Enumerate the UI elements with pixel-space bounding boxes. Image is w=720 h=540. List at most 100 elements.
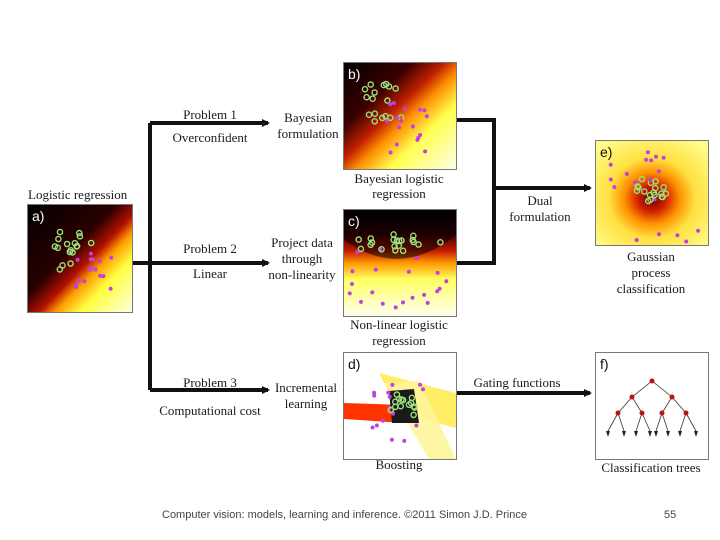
green-point <box>399 396 407 404</box>
purple-point <box>649 158 654 163</box>
plot-c <box>344 210 456 316</box>
panel-e-tag: e) <box>600 144 613 160</box>
green-point <box>392 85 399 92</box>
purple-point <box>418 133 423 137</box>
purple-point <box>74 285 79 289</box>
green-point <box>355 236 363 243</box>
purple-point <box>410 295 415 300</box>
purple-point <box>402 438 407 443</box>
purple-point <box>97 259 102 264</box>
panel-c-nonlinear: c) <box>343 209 457 317</box>
green-point <box>646 191 654 199</box>
purple-point <box>633 180 638 185</box>
green-point <box>399 247 407 255</box>
purple-point <box>435 270 440 275</box>
green-point <box>51 243 59 250</box>
green-point <box>385 83 393 90</box>
purple-point <box>444 279 449 284</box>
green-point <box>392 403 399 411</box>
purple-point <box>384 119 389 123</box>
purple-point <box>373 267 378 272</box>
panel-f-tag: f) <box>600 356 609 372</box>
purple-point <box>394 142 399 147</box>
plot-f-tree <box>596 353 708 459</box>
purple-point <box>109 255 114 260</box>
panel-f-classification-trees: f) <box>595 352 709 460</box>
label-linear: Linear <box>193 266 227 281</box>
label-project-1: Project data <box>271 235 333 250</box>
purple-point <box>612 185 617 190</box>
purple-point <box>89 257 94 262</box>
green-point <box>76 229 83 237</box>
green-point <box>73 242 81 250</box>
purple-point <box>388 102 393 107</box>
green-point <box>658 190 665 198</box>
green-point <box>407 399 415 407</box>
page-number: 55 <box>664 509 677 521</box>
purple-point <box>77 278 82 283</box>
green-point <box>634 183 641 190</box>
panel-d-boosting: d) <box>343 352 457 460</box>
green-point <box>660 184 667 191</box>
purple-point <box>89 265 93 270</box>
green-point <box>371 89 378 96</box>
green-point <box>641 188 648 195</box>
purple-point <box>370 425 375 430</box>
green-point <box>67 260 74 267</box>
green-point <box>66 248 74 256</box>
purple-point <box>422 292 427 297</box>
panel-e-gaussian-process: e) <box>595 140 709 246</box>
green-point <box>371 118 379 125</box>
label-bayesian-logistic-1: Bayesian logistic <box>354 171 444 186</box>
green-point <box>633 187 641 195</box>
purple-point <box>82 279 87 284</box>
purple-point <box>648 177 653 182</box>
purple-point <box>393 305 398 310</box>
label-computational-cost: Computational cost <box>159 403 261 418</box>
green-point <box>638 175 646 183</box>
purple-point <box>654 154 658 159</box>
purple-point <box>645 150 650 155</box>
green-point <box>387 406 395 414</box>
purple-point <box>608 162 613 167</box>
dual-connector-line <box>456 118 496 265</box>
purple-point <box>661 155 666 160</box>
green-point <box>391 243 398 250</box>
purple-point <box>75 257 80 262</box>
purple-point <box>417 107 422 112</box>
green-point <box>59 262 66 269</box>
purple-point <box>389 437 394 442</box>
purple-point <box>347 291 352 296</box>
green-point <box>395 237 403 245</box>
purple-point <box>350 269 355 274</box>
purple-point <box>388 150 393 155</box>
green-point <box>56 228 64 236</box>
plot-d <box>344 353 456 459</box>
purple-point <box>98 273 103 278</box>
purple-point <box>416 135 421 140</box>
green-point <box>410 232 417 240</box>
green-point <box>652 178 659 185</box>
label-problem1: Problem 1 <box>183 107 237 122</box>
green-point <box>363 93 370 101</box>
label-dual-2: formulation <box>509 209 571 224</box>
label-boosting: Boosting <box>375 457 423 472</box>
purple-point <box>386 390 391 395</box>
purple-point <box>399 118 404 123</box>
green-point <box>367 235 375 242</box>
purple-point <box>414 256 419 261</box>
purple-point <box>644 157 649 162</box>
panel-d-tag: d) <box>348 356 361 372</box>
purple-point <box>437 286 442 291</box>
label-incremental-1: Incremental <box>274 380 338 395</box>
green-point <box>55 235 62 243</box>
purple-point <box>390 382 395 387</box>
label-gaussian-3: classification <box>616 281 686 296</box>
green-point <box>87 239 95 247</box>
plot-a <box>28 205 132 312</box>
purple-point <box>93 267 98 272</box>
green-point <box>415 241 422 248</box>
purple-point <box>394 115 399 120</box>
green-point <box>437 238 444 246</box>
